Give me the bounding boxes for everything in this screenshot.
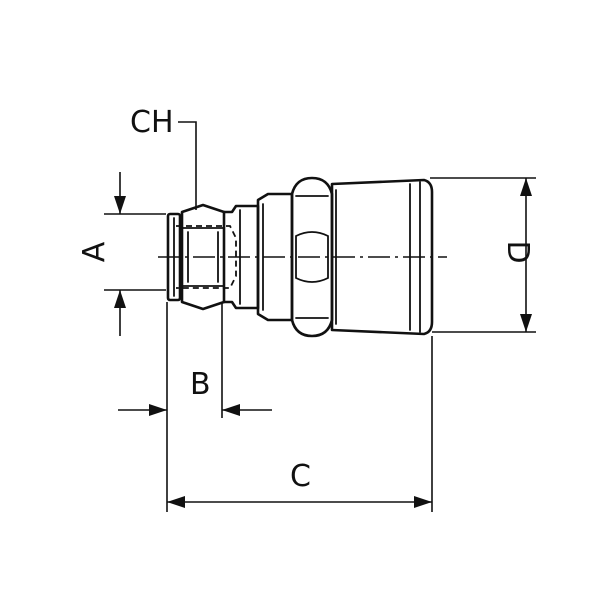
coupling-body [256, 176, 434, 338]
dimension-d: D [430, 177, 536, 333]
a-label: A [77, 241, 112, 262]
ch-leader: CH [130, 105, 197, 210]
b-label: B [190, 367, 211, 402]
dimension-b: B [118, 302, 272, 512]
dimension-a: A [77, 172, 166, 336]
ch-label: CH [130, 105, 174, 140]
hidden-thread [176, 225, 237, 289]
threaded-end [166, 212, 182, 302]
dimension-c: C [167, 336, 433, 512]
d-label: D [500, 240, 535, 263]
c-label: C [290, 459, 311, 494]
